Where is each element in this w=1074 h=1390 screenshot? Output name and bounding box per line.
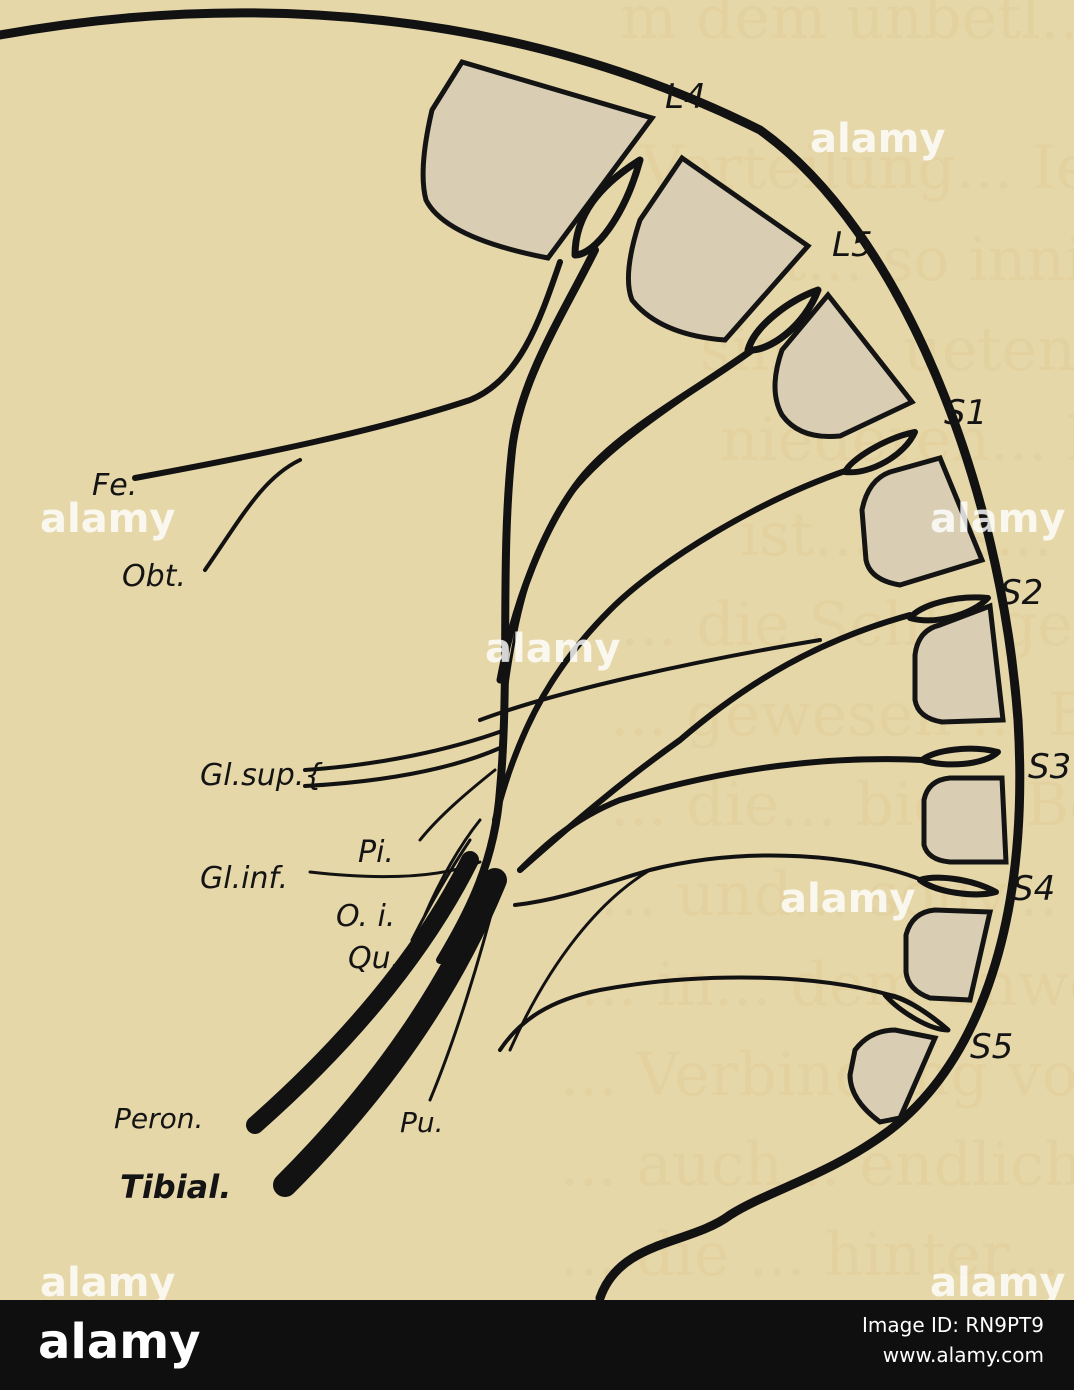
background-text: m dem unbetl... Dem gegenüb Verteilung..… bbox=[560, 0, 1074, 1290]
gl-sup-branch-2 bbox=[303, 746, 502, 788]
trunk-s4-lower bbox=[508, 868, 652, 1052]
vertebra-s4 bbox=[921, 775, 1009, 865]
watermark: alamy bbox=[485, 626, 620, 672]
vertebra-s5 bbox=[903, 907, 994, 1003]
trunk-s5 bbox=[498, 975, 892, 1052]
qu-branch bbox=[410, 838, 472, 942]
label-obturator: Obt. bbox=[122, 559, 186, 594]
trunk-main bbox=[436, 246, 599, 964]
nerve-plexus-diagram: m dem unbetl... Dem gegenüb Verteilung..… bbox=[0, 0, 1074, 1300]
trunk-s2-upper bbox=[478, 638, 822, 722]
vertebra-s1 bbox=[772, 291, 916, 440]
nerve-trunks bbox=[132, 246, 925, 1197]
bg-line: m dem unbetl... Dem gegenüb bbox=[620, 0, 1074, 53]
label-l5: L5 bbox=[832, 225, 873, 265]
image-id: Image ID: RN9PT9 bbox=[862, 1313, 1044, 1337]
label-obturator-internus: O. i. bbox=[336, 899, 395, 934]
label-tibial: Tibial. bbox=[120, 1168, 231, 1206]
vertebra-coccyx bbox=[847, 1027, 939, 1125]
trunk-s3 bbox=[517, 756, 925, 873]
alamy-logo: alamy bbox=[38, 1314, 201, 1370]
watermark: alamy bbox=[40, 1260, 175, 1300]
trunk-l5-thin bbox=[503, 353, 747, 702]
trunk-s1 bbox=[492, 467, 851, 823]
trunk-s4 bbox=[513, 853, 924, 907]
watermark: alamy bbox=[810, 116, 945, 162]
gl-sup-branch-1 bbox=[303, 728, 507, 772]
trunk-l5 bbox=[496, 346, 756, 684]
peroneal-nerve bbox=[246, 851, 479, 1134]
label-gluteal-inferior: Gl.inf. bbox=[200, 861, 288, 896]
trunk-l4-femoral bbox=[132, 259, 563, 481]
spinal-cord-outline bbox=[0, 8, 1025, 1300]
label-piriformis: Pi. bbox=[358, 835, 394, 870]
bg-line: ft... so innig sein kam bbox=[760, 225, 1074, 295]
obturator-branch bbox=[203, 458, 302, 572]
vertebrae bbox=[420, 59, 1009, 1125]
label-s3: S3 bbox=[1028, 747, 1071, 787]
watermark: alamy bbox=[930, 496, 1065, 542]
label-s1: S1 bbox=[944, 393, 987, 433]
figure-area: m dem unbetl... Dem gegenüb Verteilung..… bbox=[0, 0, 1074, 1300]
root-s3 bbox=[919, 745, 1001, 768]
bg-line: ... auch... endliche... wie dazu. ... ni… bbox=[560, 1130, 1074, 1200]
label-s2: S2 bbox=[1000, 573, 1043, 613]
label-femoral: Fe. bbox=[92, 468, 137, 503]
label-s4: S4 bbox=[1012, 869, 1055, 909]
labels: L4 L5 S1 S2 S3 S4 S5 Fe. Obt. Gl.sup.{ P… bbox=[92, 77, 1071, 1206]
root-l4 bbox=[571, 156, 644, 259]
vertebra-l5 bbox=[625, 154, 812, 343]
watermark: alamy bbox=[40, 496, 175, 542]
vertebra-l4 bbox=[420, 59, 657, 261]
label-peroneal: Peron. bbox=[114, 1102, 203, 1135]
bg-line: ... Verbindung von ihren... tastet bbox=[560, 1040, 1074, 1110]
watermark: alamy bbox=[780, 876, 915, 922]
label-l4: L4 bbox=[665, 77, 706, 117]
image-info: Image ID: RN9PT9 www.alamy.com bbox=[862, 1310, 1044, 1370]
tibial-nerve bbox=[273, 868, 507, 1197]
site-url: www.alamy.com bbox=[882, 1343, 1044, 1367]
label-gluteal-superior: Gl.sup.{ bbox=[200, 758, 323, 793]
stock-footer: alamy Image ID: RN9PT9 www.alamy.com bbox=[0, 1300, 1074, 1390]
watermark: alamy bbox=[930, 1260, 1065, 1300]
label-pudendal: Pu. bbox=[400, 1106, 444, 1139]
vertebra-s2 bbox=[859, 454, 986, 588]
pi-branch bbox=[418, 768, 497, 842]
label-quadratus: Qu. bbox=[348, 941, 400, 976]
watermarks: alamy alamy alamy alamy alamy alamy alam… bbox=[40, 116, 1065, 1300]
vertebra-s3 bbox=[912, 602, 1006, 725]
label-s5: S5 bbox=[970, 1027, 1013, 1067]
